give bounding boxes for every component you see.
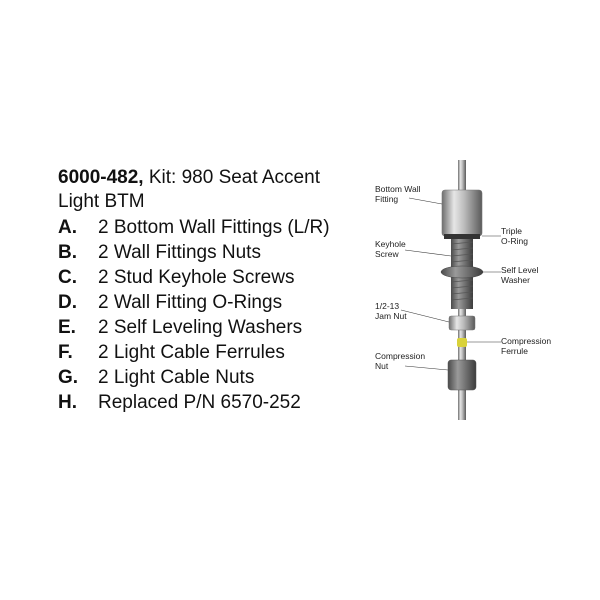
item-letter: C. (58, 267, 77, 288)
item-letter: D. (58, 292, 77, 313)
kit-part-number: 6000-482, (58, 167, 144, 188)
kit-items-list: A. 2 Bottom Wall Fittings (L/R) B. 2 Wall … (58, 215, 358, 415)
list-item: H. Replaced P/N 6570-252 (58, 390, 358, 415)
compression-nut (447, 359, 477, 391)
compression-ferrule (457, 338, 467, 347)
list-item: A. 2 Bottom Wall Fittings (L/R) (58, 215, 358, 240)
list-item: G. 2 Light Cable Nuts (58, 365, 358, 390)
item-text: 2 Self Leveling Washers (98, 317, 303, 338)
label-compression-ferrule: Compression Ferrule (501, 336, 552, 356)
item-letter: G. (58, 367, 79, 388)
item-letter: E. (58, 317, 76, 338)
list-item: F. 2 Light Cable Ferrules (58, 340, 358, 365)
item-text: 2 Light Cable Nuts (98, 367, 255, 388)
item-text: 2 Bottom Wall Fittings (L/R) (98, 217, 330, 238)
item-letter: A. (58, 217, 77, 238)
bottom-wall-fitting (441, 189, 483, 237)
self-level-washer (440, 265, 484, 279)
kit-title: 6000-482, Kit: 980 Seat Accent Light BTM (58, 166, 358, 214)
label-self-level-washer: Self Level Washer (501, 265, 539, 285)
item-letter: H. (58, 392, 77, 413)
list-item: D. 2 Wall Fitting O-Rings (58, 290, 358, 315)
item-text: 2 Wall Fitting O-Rings (98, 292, 283, 313)
label-jam-nut: 1/2-13 Jam Nut (375, 301, 407, 321)
fitting-assembly-image (400, 160, 501, 420)
label-compression-nut: Compression Nut (375, 351, 426, 371)
label-bottom-wall-fitting: Bottom Wall Fitting (375, 184, 421, 204)
item-letter: B. (58, 242, 77, 263)
item-text: 2 Wall Fittings Nuts (98, 242, 261, 263)
jam-nut (448, 315, 476, 331)
list-item: E. 2 Self Leveling Washers (58, 315, 358, 340)
list-item: C. 2 Stud Keyhole Screws (58, 265, 358, 290)
triple-o-ring (444, 234, 480, 239)
item-text: 2 Stud Keyhole Screws (98, 267, 295, 288)
item-text: Replaced P/N 6570-252 (98, 392, 301, 413)
label-triple-o-ring: Triple O-Ring (501, 226, 528, 246)
kit-description: 6000-482, Kit: 980 Seat Accent Light BTM… (58, 166, 358, 415)
item-letter: F. (58, 342, 73, 363)
list-item: B. 2 Wall Fittings Nuts (58, 240, 358, 265)
fitting-assembly-diagram: Bottom Wall Fitting Keyhole Screw 1/2-13… (365, 160, 575, 420)
kit-title-text: Kit: 980 Seat Accent Light BTM (58, 167, 320, 212)
item-text: 2 Light Cable Ferrules (98, 342, 285, 363)
label-keyhole-screw: Keyhole Screw (375, 239, 406, 259)
